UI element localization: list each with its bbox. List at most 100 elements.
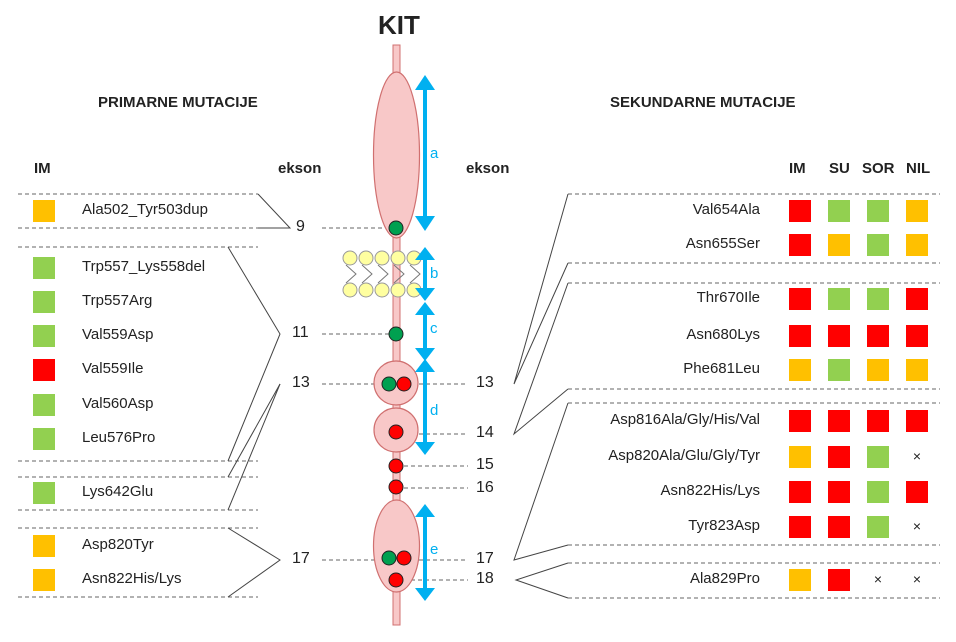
secondary-sor-cell <box>867 325 889 347</box>
secondary-sor-cell <box>867 359 889 381</box>
secondary-nil-cell <box>906 359 928 381</box>
primary-mutation-label: Leu576Pro <box>82 429 156 446</box>
primary-im-cell <box>33 569 55 591</box>
secondary-su-cell <box>828 446 850 468</box>
primary-connectors <box>227 193 292 598</box>
secondary-su-cell <box>828 359 850 381</box>
secondary-sor-cell <box>867 200 889 222</box>
secondary-mutation-label: Thr670Ile <box>696 289 760 306</box>
primary-im-header: IM <box>34 160 51 177</box>
secondary-mutation-label: Val654Ala <box>692 201 760 218</box>
secondary-im-cell <box>789 234 811 256</box>
primary-im-cell <box>33 394 55 416</box>
secondary-separators <box>568 193 940 599</box>
primary-mutation-label: Asp820Tyr <box>82 536 154 553</box>
secondary-sor-cell: × <box>873 571 883 587</box>
primary-mutation-label: Trp557Arg <box>82 292 153 309</box>
secondary-su-cell <box>828 569 850 591</box>
secondary-nil-cell <box>906 200 928 222</box>
right-ekson-header: ekson <box>466 160 510 177</box>
primary-mutation-label: Val560Asp <box>82 395 154 412</box>
right-exon-14: 14 <box>476 424 494 441</box>
secondary-connectors <box>512 193 569 599</box>
secondary-nil-cell: × <box>912 448 922 464</box>
primary-heading: PRIMARNE MUTACIJE <box>98 94 258 111</box>
secondary-su-cell <box>828 516 850 538</box>
secondary-nil-cell: × <box>912 518 922 534</box>
primary-separators <box>18 193 290 598</box>
primary-im-cell <box>33 257 55 279</box>
secondary-sor-cell <box>867 481 889 503</box>
right-exon-17: 17 <box>476 550 494 567</box>
secondary-heading: SEKUNDARNE MUTACIJE <box>610 94 796 111</box>
primary-im-cell <box>33 200 55 222</box>
secondary-nil-cell <box>906 410 928 432</box>
secondary-mutation-label: Asn655Ser <box>685 235 760 252</box>
primary-im-cell <box>33 535 55 557</box>
secondary-nil-cell: × <box>912 571 922 587</box>
right-exon-16: 16 <box>476 479 494 496</box>
diagram-title: KIT <box>378 10 420 40</box>
secondary-nil-cell <box>906 481 928 503</box>
right-exon-15: 15 <box>476 456 494 473</box>
secondary-im-cell <box>789 481 811 503</box>
secondary-mutation-label: Tyr823Asp <box>688 517 760 534</box>
region-label-b: b <box>430 265 439 282</box>
secondary-su-cell <box>828 410 850 432</box>
primary-mutation-label: Val559Ile <box>82 360 144 377</box>
primary-mutation-label: Lys642Glu <box>82 483 154 500</box>
primary-mutation-label: Ala502_Tyr503dup <box>82 201 208 218</box>
secondary-su-cell <box>828 200 850 222</box>
secondary-im-cell <box>789 446 811 468</box>
primary-im-cell <box>33 291 55 313</box>
secondary-im-cell <box>789 516 811 538</box>
region-label-e: e <box>430 541 439 558</box>
primary-mutation-label: Asn822His/Lys <box>82 570 182 587</box>
secondary-su-cell <box>828 325 850 347</box>
secondary-su-cell <box>828 481 850 503</box>
secondary-mutation-label: Ala829Pro <box>689 570 760 587</box>
sec-col-im: IM <box>789 160 806 177</box>
secondary-im-cell <box>789 325 811 347</box>
secondary-sor-cell <box>867 410 889 432</box>
primary-mutation-label: Trp557_Lys558del <box>82 258 206 275</box>
kit-protein <box>342 44 422 626</box>
secondary-mutation-label: Asp816Ala/Gly/His/Val <box>610 411 760 428</box>
secondary-su-cell <box>828 288 850 310</box>
right-exon-13: 13 <box>476 374 494 391</box>
primary-im-cell <box>33 428 55 450</box>
region-label-a: a <box>430 145 439 162</box>
secondary-im-cell <box>789 359 811 381</box>
primary-im-cell <box>33 482 55 504</box>
left-exon-11: 11 <box>292 324 309 341</box>
right-exon-18: 18 <box>476 570 494 587</box>
secondary-su-cell <box>828 234 850 256</box>
secondary-mutation-label: Phe681Leu <box>683 360 760 377</box>
primary-im-cell <box>33 325 55 347</box>
secondary-mutation-label: Asn680Lys <box>686 326 760 343</box>
secondary-im-cell <box>789 200 811 222</box>
secondary-im-cell <box>789 410 811 432</box>
secondary-sor-cell <box>867 234 889 256</box>
secondary-im-cell <box>789 569 811 591</box>
domain-arrowheads <box>415 75 435 601</box>
primary-im-cell <box>33 359 55 381</box>
region-label-d: d <box>430 402 439 419</box>
secondary-nil-cell <box>906 234 928 256</box>
secondary-sor-cell <box>867 288 889 310</box>
secondary-nil-cell <box>906 288 928 310</box>
left-exon-9: 9 <box>296 218 305 235</box>
primary-mutation-label: Val559Asp <box>82 326 154 343</box>
secondary-sor-cell <box>867 516 889 538</box>
left-ekson-header: ekson <box>278 160 322 177</box>
secondary-nil-cell <box>906 325 928 347</box>
secondary-sor-cell <box>867 446 889 468</box>
secondary-mutation-label: Asp820Ala/Glu/Gly/Tyr <box>608 447 760 464</box>
exon-pointers <box>322 227 468 581</box>
sec-col-sor: SOR <box>862 160 895 177</box>
secondary-mutation-label: Asn822His/Lys <box>660 482 761 499</box>
left-exon-17: 17 <box>292 550 310 567</box>
left-exon-13: 13 <box>292 374 310 391</box>
secondary-im-cell <box>789 288 811 310</box>
